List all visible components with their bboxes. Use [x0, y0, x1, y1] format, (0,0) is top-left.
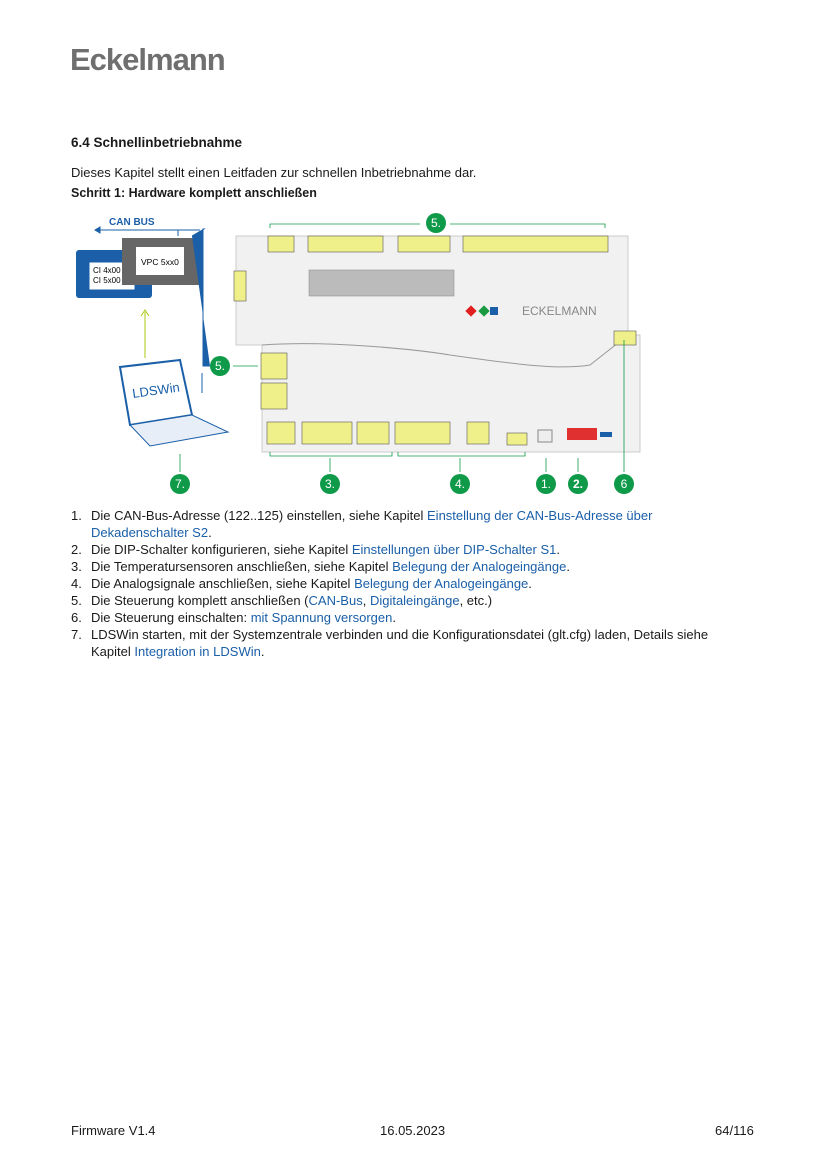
decade-switch-s2 — [537, 429, 553, 443]
terminal-blocks — [233, 235, 637, 446]
board-brand: ECKELMANN — [522, 304, 597, 318]
list-text: Die Analogsignale anschließen, siehe Kap… — [91, 575, 532, 592]
list-text: Die Temperatursensoren anschließen, sieh… — [91, 558, 570, 575]
chapter-link[interactable]: Belegung der Analogeingänge — [392, 559, 567, 574]
text-fragment: . — [392, 610, 396, 625]
chapter-link[interactable]: mit Spannung versorgen — [250, 610, 393, 625]
list-item: 7. LDSWin starten, mit der Systemzentrale… — [71, 626, 751, 660]
list-number: 1. — [71, 508, 82, 523]
callout-badges: 5. 5. 7. 3. 4. 1. 2. 6 — [170, 213, 634, 494]
logo-green — [478, 305, 490, 317]
text-fragment: . — [528, 576, 532, 591]
badge-text: 1. — [541, 477, 551, 491]
chapter-link[interactable]: Integration in LDSWin — [134, 644, 261, 659]
badge — [320, 474, 340, 494]
board-cut-line — [261, 334, 629, 368]
callout-lines — [179, 223, 625, 472]
badge — [426, 213, 446, 233]
laptop-keyboard — [128, 414, 230, 447]
badge — [568, 474, 588, 494]
ci-label-2: CI 5x00 — [93, 276, 121, 285]
text-fragment: Die Steuerung komplett anschließen ( — [91, 593, 309, 608]
eckelmann-logo: Eckelmann — [70, 42, 226, 77]
can-bus-label: CAN BUS — [109, 217, 155, 228]
list-number: 3. — [71, 559, 82, 574]
text-fragment: . — [260, 644, 265, 659]
list-number: 2. — [71, 542, 82, 557]
badge — [536, 474, 556, 494]
list-item: 4. Die Analogsignale anschließen, siehe K… — [71, 575, 751, 592]
list-text: Die DIP-Schalter konfigurieren, siehe Ka… — [91, 541, 560, 558]
relays — [308, 269, 455, 297]
list-item: 2. Die DIP-Schalter konfigurieren, siehe … — [71, 541, 751, 558]
list-number: 7. — [71, 627, 82, 642]
list-text: LDSWin starten, mit der Systemzentrale v… — [91, 626, 751, 660]
vpc-label: VPC 5xx0 — [141, 257, 179, 267]
text-fragment: , etc.) — [459, 593, 493, 608]
dip-switch-s1 — [567, 428, 597, 440]
list-item: 1. Die CAN-Bus-Adresse (122..125) einstel… — [71, 507, 751, 541]
chapter-link[interactable]: Digitaleingänge — [369, 593, 460, 608]
badge — [210, 356, 230, 376]
connection-arrow — [140, 309, 150, 358]
badge-text: 5. — [215, 359, 225, 373]
badge-text: 4. — [455, 477, 465, 491]
list-number: 4. — [71, 576, 82, 591]
intro-text: Dieses Kapitel stellt einen Leitfaden zu… — [71, 165, 477, 180]
text-fragment: Die Temperatursensoren anschließen, sieh… — [91, 559, 393, 574]
ci-label-1: CI 4x00 — [93, 266, 121, 275]
chapter-link[interactable]: Belegung der Analogeingänge — [354, 576, 529, 591]
hardware-diagram: ECKELMANN CI 4x00 CI 5x00 VPC 5xx0 CAN B… — [76, 213, 641, 494]
section-heading: 6.4 Schnellinbetriebnahme — [71, 135, 243, 150]
badge — [450, 474, 470, 494]
footer-version: Firmware V1.4 — [71, 1123, 156, 1138]
logo-blue — [490, 307, 498, 315]
can-bus-line — [94, 226, 210, 393]
list-number: 6. — [71, 610, 82, 625]
text-fragment: . — [208, 525, 212, 540]
badge-text: 3. — [325, 477, 335, 491]
list-item: 3. Die Temperatursensoren anschließen, si… — [71, 558, 751, 575]
badge-text: 7. — [175, 477, 185, 491]
logo-red — [465, 305, 477, 317]
badge — [170, 474, 190, 494]
badge — [614, 474, 634, 494]
list-text: Die Steuerung einschalten: mit Spannung … — [91, 609, 396, 626]
badge-text: 5. — [431, 216, 441, 230]
step-heading: Schritt 1: Hardware komplett anschließen — [71, 186, 317, 200]
badge-text: 6 — [621, 477, 628, 491]
laptop-label: LDSWin — [131, 379, 180, 400]
list-number: 5. — [71, 593, 82, 608]
status-led — [600, 432, 612, 437]
text-fragment: Die Analogsignale anschließen, siehe Kap… — [91, 576, 355, 591]
chapter-link[interactable]: Einstellung der CAN-Bus-Adresse über Dek… — [91, 508, 653, 540]
footer-date: 16.05.2023 — [380, 1123, 446, 1138]
text-fragment: . — [566, 559, 570, 574]
text-fragment: Die DIP-Schalter konfigurieren, siehe Ka… — [91, 542, 352, 557]
chapter-link[interactable]: Einstellungen über DIP-Schalter S1 — [351, 542, 557, 557]
list-text: Die Steuerung komplett anschließen (CAN-… — [91, 592, 492, 609]
text-fragment: Die CAN-Bus-Adresse (122..125) einstelle… — [91, 508, 428, 523]
text-fragment: Die Steuerung einschalten: — [91, 610, 251, 625]
text-fragment: . — [556, 542, 560, 557]
list-item: 6. Die Steuerung einschalten: mit Spannun… — [71, 609, 751, 626]
list-text: Die CAN-Bus-Adresse (122..125) einstelle… — [91, 507, 751, 541]
footer-page: 64/116 — [715, 1123, 754, 1138]
text-fragment: LDSWin starten, mit der Systemzentrale v… — [91, 627, 709, 659]
list-item: 5. Die Steuerung komplett anschließen (CA… — [71, 592, 751, 609]
vpc-screen — [136, 247, 184, 275]
badge-text: 2. — [573, 477, 583, 491]
step-list: 1. Die CAN-Bus-Adresse (122..125) einstel… — [71, 507, 751, 660]
text-fragment: , — [362, 593, 370, 608]
chapter-link[interactable]: CAN-Bus — [308, 593, 363, 608]
